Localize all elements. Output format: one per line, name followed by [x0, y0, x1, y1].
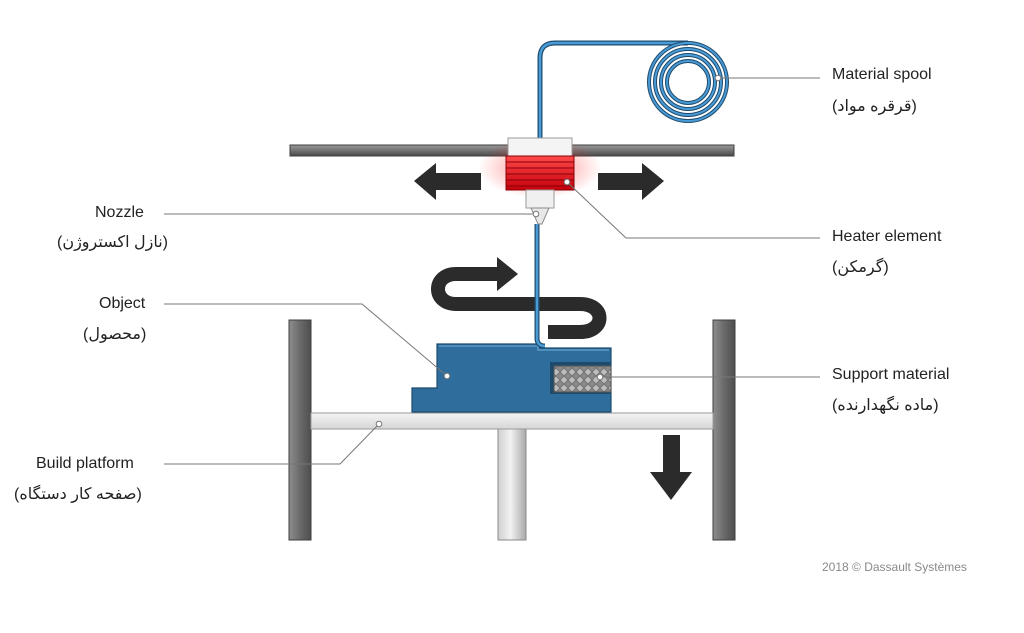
label-heater-element: Heater element — [832, 228, 942, 245]
label-nozzle-fa: (نازل اکستروژن) — [57, 234, 168, 251]
label-material-spool-fa: (قرقره مواد) — [832, 98, 917, 115]
extruder-head-bottom — [525, 189, 555, 209]
down-arrow-icon — [650, 435, 692, 500]
left-arrow-icon — [414, 163, 481, 200]
label-support-material: Support material — [832, 366, 950, 383]
label-nozzle: Nozzle — [95, 204, 144, 221]
copyright-notice: 2018 © Dassault Systèmes — [822, 560, 967, 574]
right-arrow-icon — [598, 163, 664, 200]
material-spool — [647, 41, 729, 123]
label-support-material-fa: (ماده نگهدارنده) — [832, 397, 939, 414]
label-heater-element-fa: (گرمکن) — [832, 259, 889, 276]
label-build-platform: Build platform — [36, 455, 134, 472]
label-object: Object — [99, 295, 146, 312]
frame-post-left — [288, 319, 312, 541]
extruder-head-top — [507, 137, 573, 157]
platform-piston — [497, 427, 527, 541]
heater-element — [505, 155, 575, 191]
label-object-fa: (محصول) — [83, 326, 147, 343]
leader-lines — [164, 77, 820, 465]
label-material-spool: Material spool — [832, 66, 932, 83]
label-build-platform-fa: (صفحه کار دستگاه) — [14, 486, 142, 503]
callout-dots — [375, 74, 722, 428]
toolpath-arrow-head-icon — [497, 257, 518, 291]
frame-post-right — [712, 319, 736, 541]
toolpath-serpentine — [431, 267, 607, 339]
build-platform — [310, 412, 714, 430]
